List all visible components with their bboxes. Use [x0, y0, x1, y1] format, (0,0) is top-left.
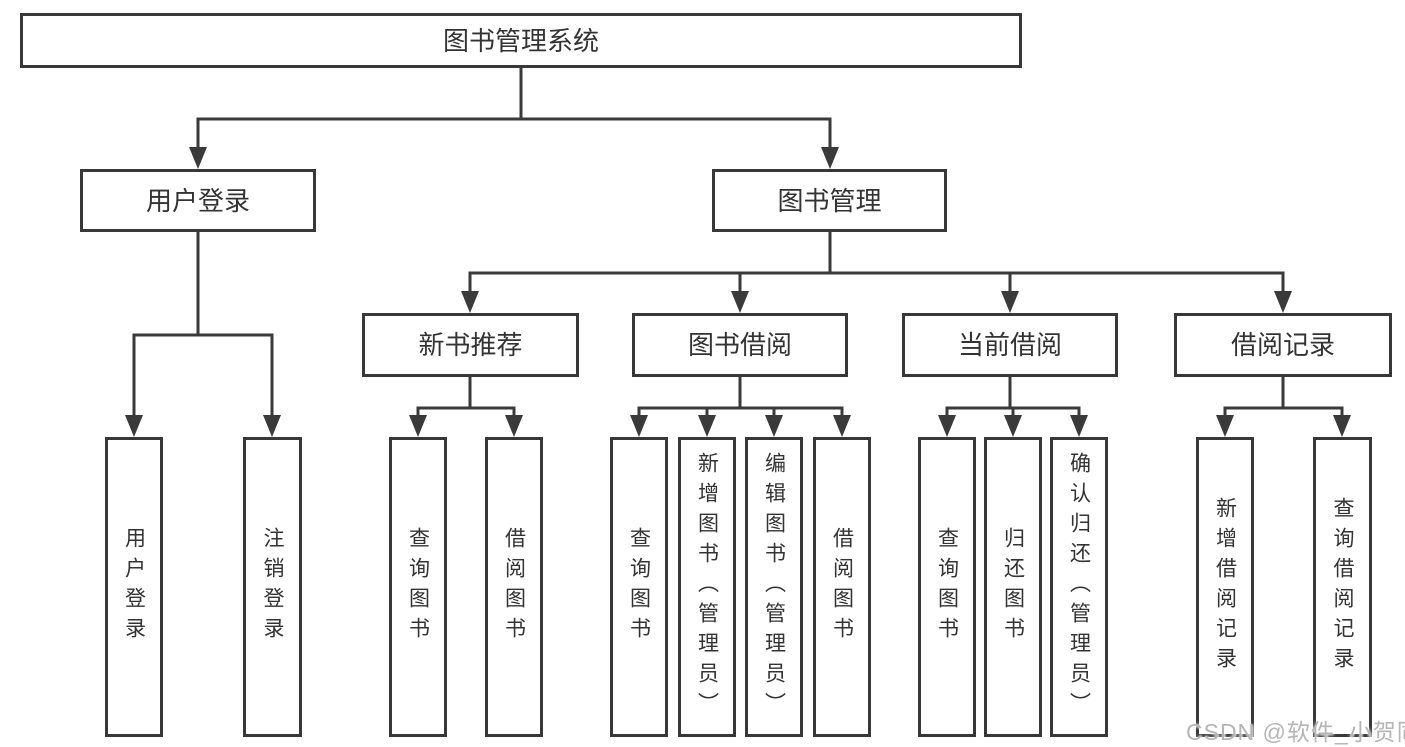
leaf-borrow-books-borrowing: 借阅图书: [813, 437, 871, 737]
leaf-borrow-books-recommend: 借阅图书: [485, 437, 543, 737]
leaf-user-login: 用户登录: [105, 437, 163, 737]
node-label: 当前借阅: [957, 330, 1062, 360]
leaf-query-books-current: 查询图书: [918, 437, 976, 737]
leaf-add-borrow-record: 新增借阅记录: [1196, 437, 1254, 737]
node-label: 图书借阅: [687, 330, 792, 360]
arrowhead-icon: [125, 415, 143, 437]
arrowhead-icon: [1333, 415, 1351, 437]
node-label: 编辑图书（管理员）: [762, 452, 786, 722]
node-label: 借阅记录: [1230, 330, 1335, 360]
connector-new-book-recommend-to-children: [416, 376, 516, 420]
connector-borrowing-records-to-children: [1223, 376, 1344, 420]
leaf-confirm-return-admin: 确认归还（管理员）: [1050, 437, 1108, 737]
node-label: 归还图书: [1001, 527, 1025, 647]
arrowhead-icon: [765, 415, 783, 437]
node-label: 新书推荐: [418, 330, 523, 360]
arrowhead-icon: [698, 415, 716, 437]
node-label: 新增图书（管理员）: [695, 452, 719, 722]
leaf-query-books-recommend: 查询图书: [389, 437, 447, 737]
node-new-book-recommend: 新书推荐: [362, 313, 579, 377]
connector-book-borrowing-to-children: [637, 376, 844, 420]
arrowhead-icon: [1274, 291, 1292, 313]
arrowheads: [125, 147, 1351, 437]
arrowhead-icon: [189, 147, 207, 169]
node-label: 借阅图书: [830, 527, 854, 647]
node-current-borrowing: 当前借阅: [902, 313, 1118, 377]
arrowhead-icon: [731, 291, 749, 313]
node-root-book-management-system: 图书管理系统: [20, 13, 1022, 68]
node-user-login: 用户登录: [80, 169, 316, 232]
node-book-borrowing: 图书借阅: [632, 313, 848, 377]
connector-book-management-to-level3: [468, 231, 1285, 296]
arrowhead-icon: [1004, 415, 1022, 437]
leaf-logout: 注销登录: [243, 437, 302, 737]
arrowhead-icon: [1070, 415, 1088, 437]
arrowhead-icon: [505, 415, 523, 437]
leaf-return-books: 归还图书: [984, 437, 1042, 737]
arrowhead-icon: [263, 415, 281, 437]
node-label: 新增借阅记录: [1213, 497, 1237, 677]
node-label: 注销登录: [261, 527, 284, 647]
node-label: 借阅图书: [502, 527, 526, 647]
node-label: 查询借阅记录: [1331, 497, 1354, 677]
node-label: 用户登录: [122, 527, 146, 647]
node-label: 确认归还（管理员）: [1067, 452, 1091, 722]
leaf-add-books-admin: 新增图书（管理员）: [678, 437, 736, 737]
arrowhead-icon: [630, 415, 648, 437]
connector-current-borrowing-to-children: [945, 376, 1081, 420]
arrowhead-icon: [938, 415, 956, 437]
connector-user-login-to-children: [132, 231, 274, 420]
node-borrowing-records: 借阅记录: [1174, 313, 1392, 377]
leaf-query-borrow-record: 查询借阅记录: [1313, 437, 1372, 737]
arrowhead-icon: [461, 291, 479, 313]
node-label: 图书管理系统: [442, 25, 599, 56]
arrowhead-icon: [821, 147, 839, 169]
csdn-watermark: CSDN @软件_小贺同学: [1186, 719, 1405, 745]
leaf-edit-books-admin: 编辑图书（管理员）: [745, 437, 803, 737]
connector-root-to-level2: [196, 66, 832, 150]
node-book-management: 图书管理: [712, 169, 947, 232]
leaf-query-books-borrowing: 查询图书: [610, 437, 668, 737]
node-label: 查询图书: [406, 527, 430, 647]
node-label: 用户登录: [145, 185, 250, 216]
arrowhead-icon: [409, 415, 427, 437]
arrowhead-icon: [1001, 291, 1019, 313]
arrowhead-icon: [833, 415, 851, 437]
arrowhead-icon: [1216, 415, 1234, 437]
node-label: 查询图书: [627, 527, 651, 647]
node-label: 图书管理: [777, 185, 882, 216]
node-label: 查询图书: [935, 527, 959, 647]
